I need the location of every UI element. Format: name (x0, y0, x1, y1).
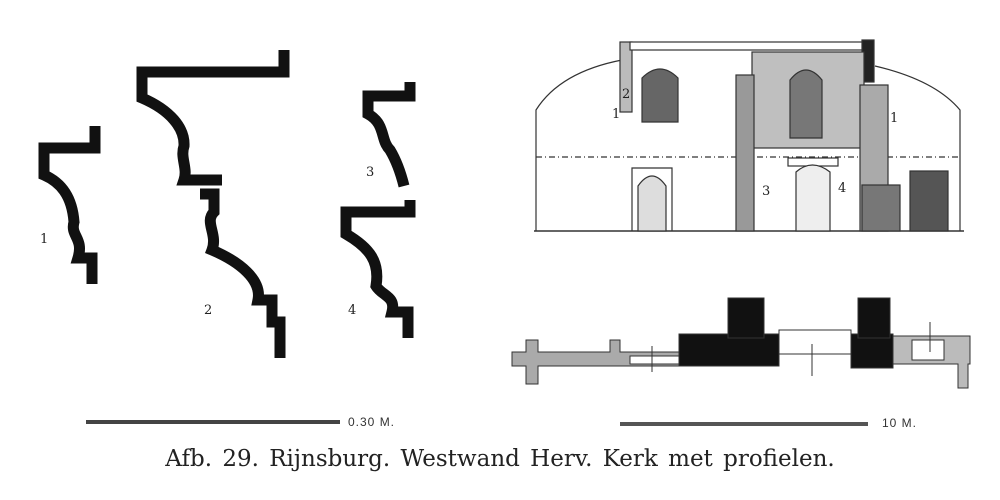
profiles (38, 50, 416, 358)
profile-label-2: 2 (204, 303, 212, 318)
scale-bar-right: 10 M. (620, 416, 917, 430)
profile-label-1: 1 (40, 232, 48, 247)
profile-2-lower (200, 188, 286, 358)
elevation-labels: 1 2 1 3 4 (612, 87, 898, 199)
elevation-label-1b: 1 (890, 111, 898, 126)
elevation-label-3: 3 (762, 184, 770, 199)
profile-label-4: 4 (348, 303, 356, 318)
scale-bar-left: 0.30 M. (86, 415, 395, 429)
profile-3 (362, 82, 416, 188)
profile-2-upper (136, 50, 290, 186)
floor-plan (511, 297, 971, 389)
profile-label-3: 3 (366, 165, 374, 180)
profile-labels: 1 2 3 4 (40, 165, 374, 318)
elevation-label-1: 1 (612, 107, 620, 122)
elevation-label-2: 2 (622, 87, 630, 102)
scale-left-label: 0.30 M. (348, 415, 395, 429)
profile-1 (38, 126, 101, 284)
elevation-label-4: 4 (838, 181, 846, 196)
profile-4 (340, 200, 416, 338)
elevation (534, 39, 964, 232)
scale-right-label: 10 M. (882, 416, 917, 430)
figure-caption: Afb. 29. Rijnsburg. Westwand Herv. Kerk … (165, 446, 835, 472)
